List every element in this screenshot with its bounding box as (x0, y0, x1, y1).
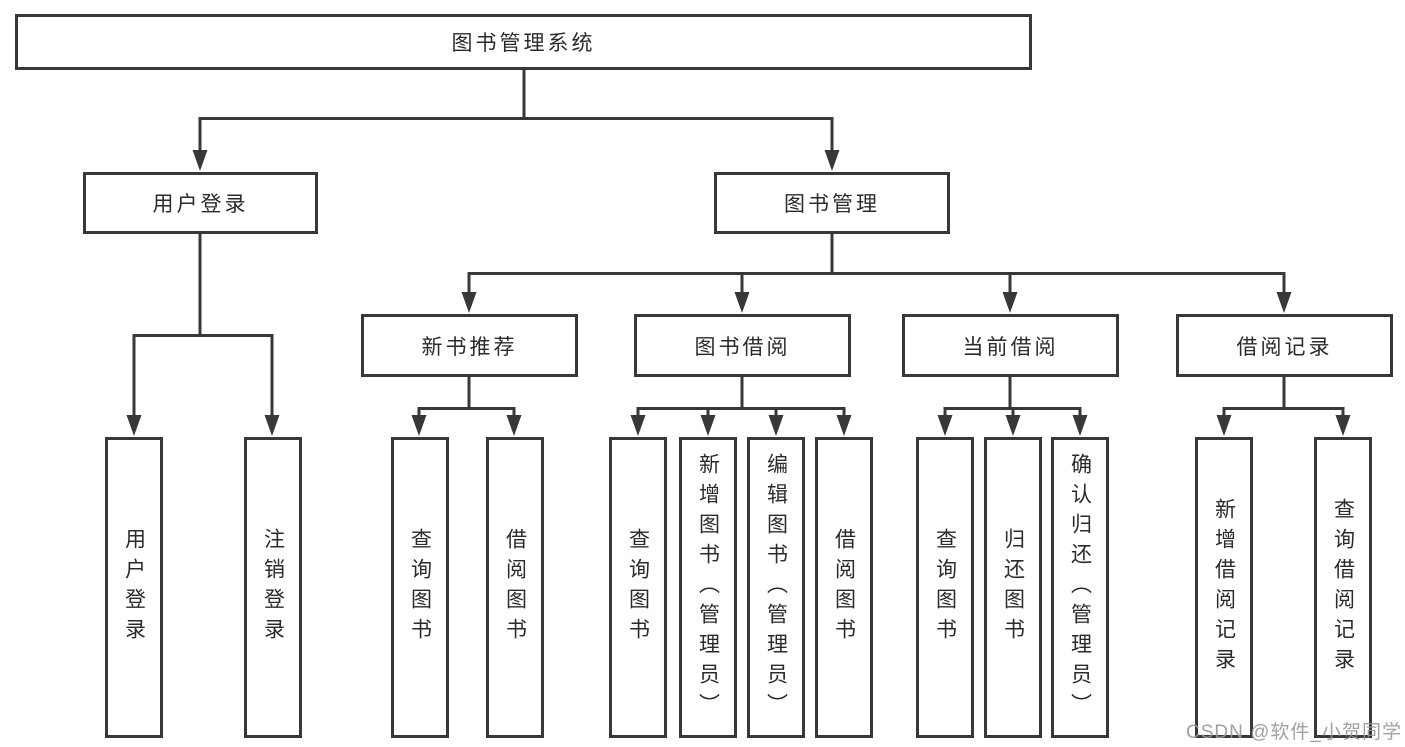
leaf-borrow-books-borrowing: 借阅图书 (815, 437, 873, 738)
leaf-label: 归还图书 (1001, 527, 1025, 648)
node-label: 当前借阅 (962, 335, 1059, 359)
leaf-query-borrowing-record: 查询借阅记录 (1314, 437, 1372, 738)
node-label: 新书推荐 (421, 335, 518, 359)
leaf-label: 用户登录 (122, 527, 146, 648)
leaf-logout: 注销登录 (244, 437, 302, 738)
leaf-add-borrowing-record: 新增借阅记录 (1195, 437, 1253, 738)
leaf-label: 编辑图书（管理员） (764, 452, 788, 723)
leaf-label: 查询借阅记录 (1331, 497, 1355, 678)
leaf-borrow-books-new-book: 借阅图书 (486, 437, 544, 738)
leaf-label: 查询图书 (626, 527, 650, 648)
leaf-query-books-borrowing: 查询图书 (609, 437, 667, 738)
node-label: 借阅记录 (1236, 335, 1333, 359)
node-new-book-recommendation: 新书推荐 (361, 314, 578, 377)
arrowhead-icons (126, 150, 1351, 436)
leaf-label: 借阅图书 (832, 527, 856, 648)
leaf-label: 注销登录 (261, 527, 285, 648)
node-label: 图书管理 (784, 193, 880, 216)
leaf-label: 新增借阅记录 (1212, 497, 1236, 678)
node-book-management: 图书管理 (714, 172, 950, 234)
leaf-user-login: 用户登录 (105, 437, 163, 738)
leaf-label: 确认归还（管理员） (1068, 452, 1092, 723)
leaf-add-books-admin: 新增图书（管理员） (679, 437, 737, 738)
leaf-return-books: 归还图书 (984, 437, 1042, 738)
leaf-label: 查询图书 (408, 527, 432, 648)
leaf-label: 借阅图书 (503, 527, 527, 648)
leaf-edit-books-admin: 编辑图书（管理员） (747, 437, 805, 738)
leaf-query-books-new-book: 查询图书 (391, 437, 449, 738)
node-borrowing-records: 借阅记录 (1176, 314, 1393, 377)
leaf-label: 新增图书（管理员） (696, 452, 720, 723)
node-book-borrowing: 图书借阅 (634, 314, 851, 377)
node-library-management-system: 图书管理系统 (15, 14, 1032, 70)
node-user-login: 用户登录 (83, 172, 318, 234)
leaf-confirm-return-admin: 确认归还（管理员） (1051, 437, 1109, 738)
leaf-label: 查询图书 (933, 527, 957, 648)
leaf-query-books-current: 查询图书 (916, 437, 974, 738)
node-label: 图书借阅 (694, 335, 791, 359)
csdn-watermark: CSDN @软件_小贺同学 (1186, 722, 1402, 743)
node-label: 用户登录 (152, 193, 249, 216)
node-current-borrowing: 当前借阅 (902, 314, 1119, 377)
node-label: 图书管理系统 (451, 32, 596, 55)
